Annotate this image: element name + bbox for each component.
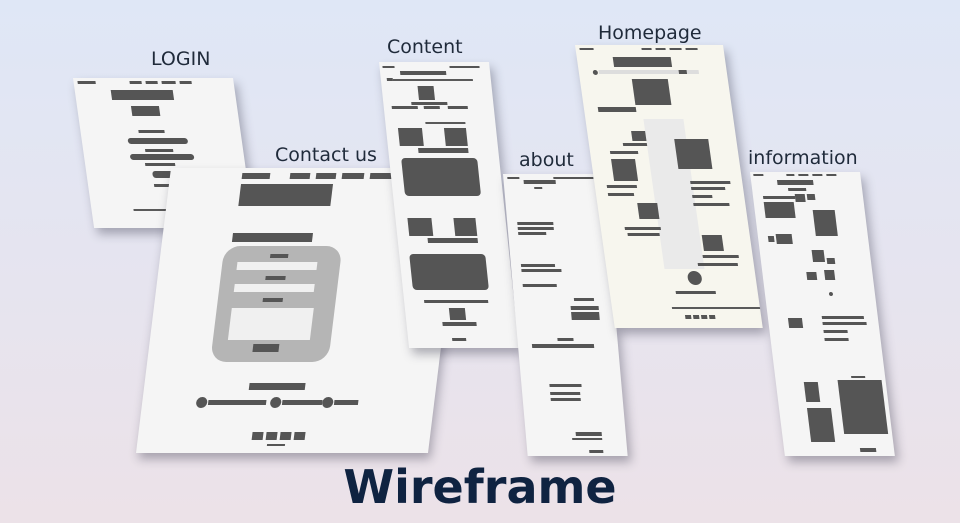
content-label: Content xyxy=(387,36,463,58)
about-label: about xyxy=(519,149,574,171)
contact-us-label: Contact us xyxy=(275,144,377,166)
information-wireframe xyxy=(750,172,895,456)
login-label: LOGIN xyxy=(151,48,211,70)
wireframe-title: Wireframe xyxy=(343,460,617,514)
information-label: information xyxy=(748,147,858,169)
homepage-label: Homepage xyxy=(598,22,702,44)
